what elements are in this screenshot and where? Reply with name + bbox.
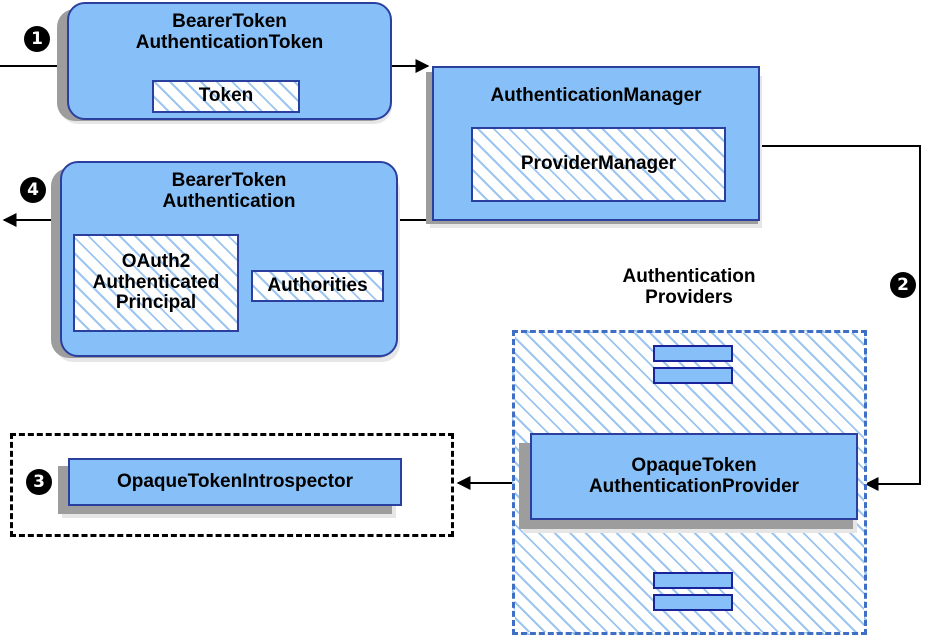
opaque-token-authentication-provider-node[interactable]: OpaqueToken AuthenticationProvider: [530, 433, 858, 520]
step-marker-2: 2: [890, 272, 916, 298]
step-marker-1: 1: [24, 26, 50, 52]
authorities-box: Authorities: [251, 270, 384, 302]
token-inner-label: Token: [198, 85, 254, 107]
opaque-token-authentication-provider-title: OpaqueToken AuthenticationProvider: [588, 454, 800, 497]
introspector-group: [10, 433, 454, 537]
bearer-token-authentication-token-node[interactable]: BearerToken AuthenticationToken Token: [67, 2, 392, 120]
step-marker-4: 4: [20, 177, 46, 203]
provider-placeholder-bar-bottom-1: [653, 572, 733, 589]
provider-manager-inner-label: ProviderManager: [520, 153, 677, 175]
authorities-label: Authorities: [267, 274, 368, 296]
opaque-token-introspector-title: OpaqueTokenIntrospector: [116, 470, 354, 492]
oauth2-authenticated-principal-label: OAuth2 Authenticated Principal: [92, 251, 220, 314]
opaque-token-introspector-node[interactable]: OpaqueTokenIntrospector: [68, 458, 402, 506]
bearer-token-authentication-node[interactable]: BearerToken Authentication OAuth2 Authen…: [60, 161, 398, 357]
token-inner-box: Token: [152, 80, 300, 113]
authentication-providers-label: Authentication Providers: [622, 266, 756, 309]
step-marker-3: 3: [26, 469, 52, 495]
authentication-manager-title: AuthenticationManager: [490, 85, 702, 106]
bearer-token-authentication-token-title: BearerToken AuthenticationToken: [135, 11, 324, 53]
provider-manager-inner-box: ProviderManager: [471, 127, 726, 202]
bearer-token-authentication-title: BearerToken Authentication: [162, 170, 296, 212]
provider-placeholder-bar-top-1: [653, 345, 733, 362]
provider-placeholder-bar-top-2: [653, 367, 733, 384]
authentication-manager-node[interactable]: AuthenticationManager ProviderManager: [432, 66, 760, 221]
provider-placeholder-bar-bottom-2: [653, 594, 733, 611]
oauth2-authenticated-principal-box: OAuth2 Authenticated Principal: [73, 234, 239, 332]
